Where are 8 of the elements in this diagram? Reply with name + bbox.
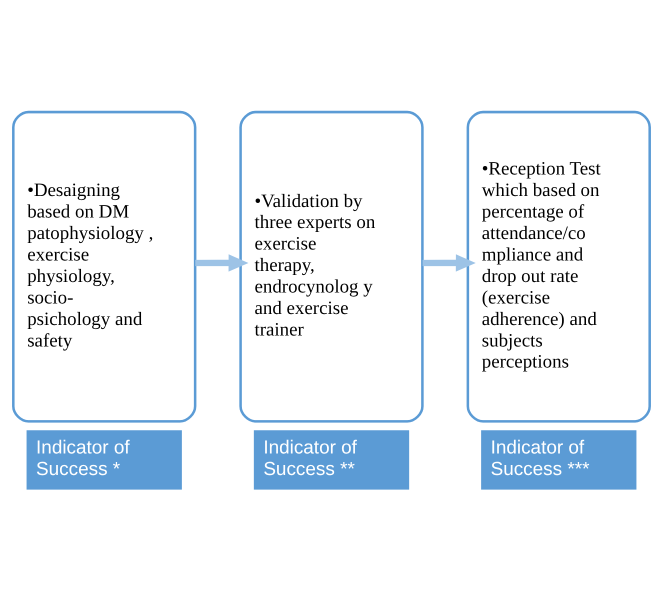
node-box: •Reception Test which based on percentage of attendance/co mpliance and drop out rate (exercise adherence) and subjects perceptions: [466, 110, 651, 422]
node-box: Indicator of Success *: [26, 430, 182, 490]
node-box: Indicator of Success ***: [481, 430, 636, 490]
node-box: •Validation by three experts on exercise therapy, endrocynolog y and exercise trainer: [239, 110, 424, 422]
node-box: •Desaigning based on DM patophysiology , exercise physiology, socio- psichology and safety: [12, 110, 196, 422]
arrow: [195, 254, 248, 272]
arrow: [422, 254, 476, 272]
node-box: Indicator of Success **: [254, 430, 410, 490]
